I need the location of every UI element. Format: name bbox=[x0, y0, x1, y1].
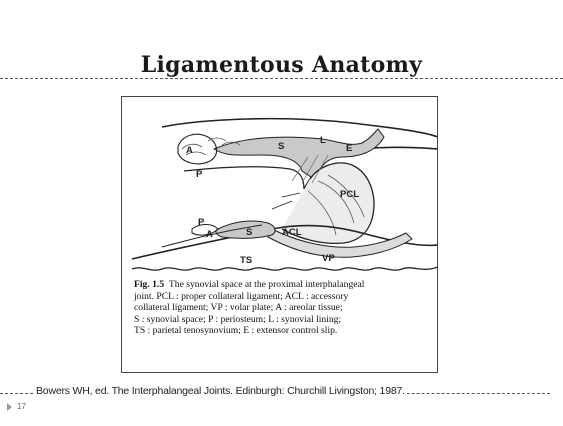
caption-line-1-text: The synovial space at the proximal inter… bbox=[169, 279, 365, 290]
label-l: L bbox=[320, 135, 326, 146]
label-a-top: A bbox=[186, 145, 193, 156]
anatomy-figure: A S L E P PCL P A S ACL VP TS Fig. 1.5 T… bbox=[121, 96, 438, 373]
joint-illustration: A S L E P PCL P A S ACL VP TS bbox=[122, 97, 438, 277]
label-pcl: PCL bbox=[340, 189, 359, 200]
areolar-tissue-top bbox=[178, 134, 217, 164]
label-a-bottom: A bbox=[206, 229, 213, 240]
caption-line-5: TS : parietal tenosynovium; E : extensor… bbox=[134, 325, 430, 337]
label-ts: TS bbox=[240, 255, 252, 266]
label-p-top: P bbox=[196, 169, 203, 180]
label-vp: VP bbox=[322, 253, 335, 264]
label-acl: ACL bbox=[282, 227, 302, 238]
citation: Bowers WH, ed. The Interphalangeal Joint… bbox=[34, 385, 407, 397]
caption-line-4: S : synovial space; P : periosteum; L : … bbox=[134, 314, 430, 326]
title-divider bbox=[0, 78, 563, 79]
parietal-tenosynovium bbox=[132, 267, 438, 270]
caption-fig-number: Fig. 1.5 bbox=[134, 279, 164, 290]
caption-line-1: Fig. 1.5 The synovial space at the proxi… bbox=[134, 279, 430, 291]
label-s-bottom: S bbox=[246, 227, 252, 238]
label-s-top: S bbox=[278, 141, 284, 152]
slide-title: Ligamentous Anatomy bbox=[0, 52, 563, 78]
caption-line-2: joint. PCL : proper collateral ligament;… bbox=[134, 291, 430, 303]
page-number: 17 bbox=[17, 402, 26, 411]
caption-line-3: collateral ligament; VP : volar plate; A… bbox=[134, 302, 430, 314]
label-e: E bbox=[346, 143, 352, 154]
label-p-bottom: P bbox=[198, 217, 205, 228]
slide-marker-icon bbox=[7, 403, 12, 411]
figure-caption: Fig. 1.5 The synovial space at the proxi… bbox=[134, 279, 430, 337]
